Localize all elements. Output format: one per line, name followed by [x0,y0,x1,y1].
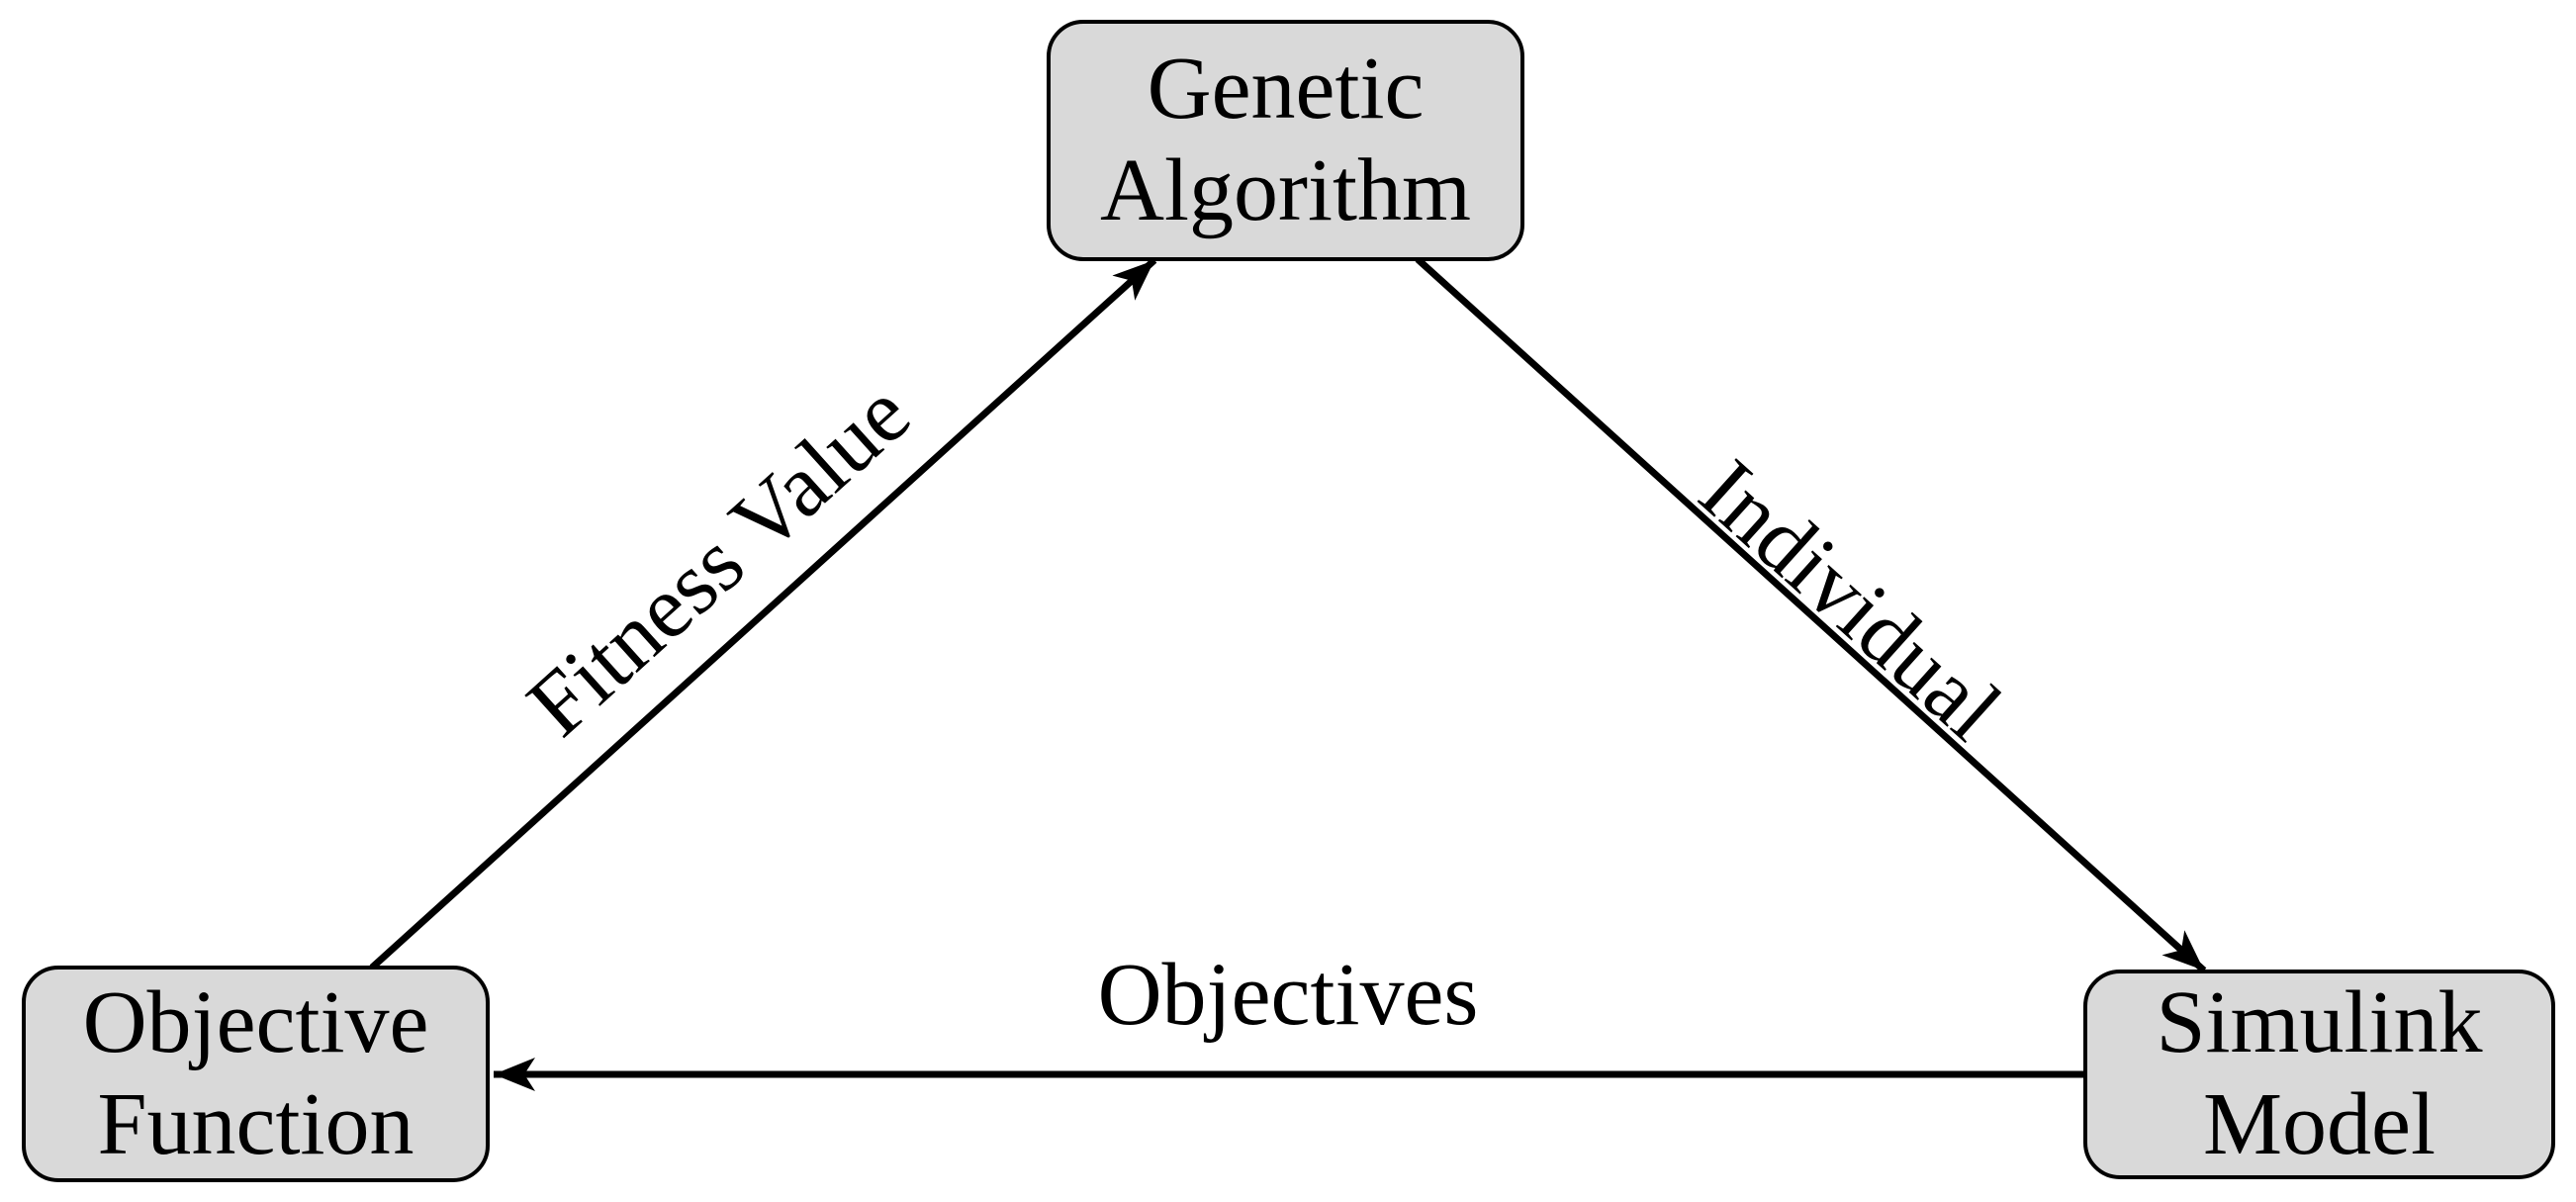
objective-function-box [22,966,490,1182]
genetic-algorithm-label-line1: Genetic [1147,40,1425,139]
genetic-algorithm-label: Genetic Algorithm [1049,22,1522,259]
simulink-model-label-line2: Model [2203,1075,2436,1173]
individual-arrow [1415,256,2207,973]
simulink-model-box [2083,970,2555,1179]
objective-function-label: Objective Function [24,968,488,1180]
objective-function-label-line1: Objective [82,972,429,1071]
simulink-model-label: Simulink Model [2085,971,2553,1177]
objective-function-label-line2: Function [97,1074,414,1173]
genetic-algorithm-box [1047,20,1524,261]
fitness-value-arrow [369,257,1157,971]
objectives-edge-label: Objectives [1097,946,1479,1044]
simulink-model-label-line1: Simulink [2156,973,2483,1072]
genetic-algorithm-label-line2: Algorithm [1100,141,1471,239]
